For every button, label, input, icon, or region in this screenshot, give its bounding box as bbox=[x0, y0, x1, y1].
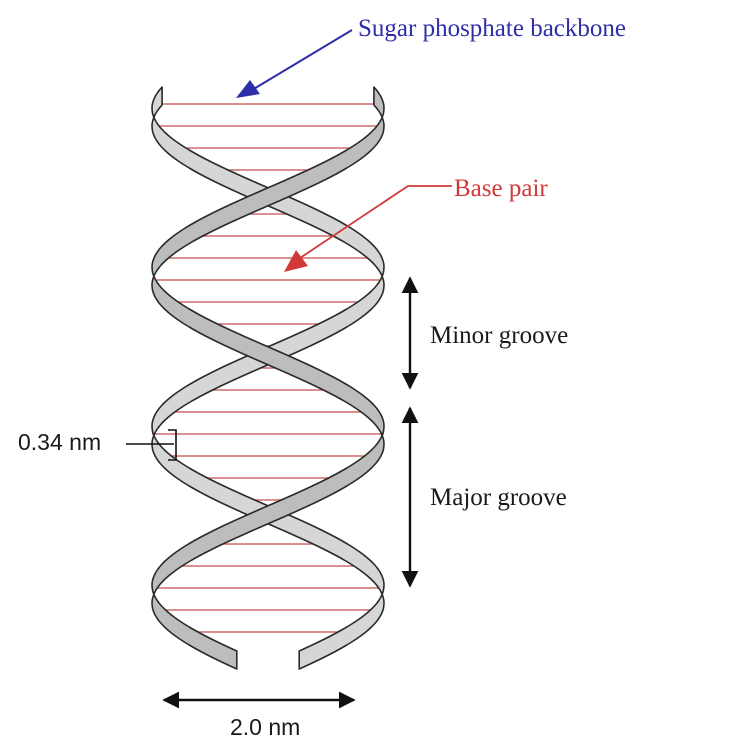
rise-bracket bbox=[168, 429, 177, 461]
width-label: 2.0 nm bbox=[230, 714, 301, 740]
minor-groove-label: Minor groove bbox=[430, 322, 569, 349]
backbone-pointer-line bbox=[251, 29, 353, 91]
strand-back bbox=[151, 86, 385, 670]
backbone-strand-front bbox=[151, 86, 385, 670]
backbone-label: Sugar phosphate backbone bbox=[358, 15, 626, 42]
annotations bbox=[126, 29, 452, 709]
rise-label: 0.34 nm bbox=[18, 429, 102, 455]
backbone-strand-back bbox=[151, 86, 385, 670]
base-pair-label: Base pair bbox=[454, 175, 548, 202]
strand-front bbox=[151, 86, 385, 670]
base-pair-pointer-line bbox=[299, 185, 452, 259]
backbone-pointer-head bbox=[236, 80, 260, 98]
major-groove-label: Major groove bbox=[430, 484, 567, 511]
base-pair-pointer-head bbox=[284, 250, 308, 272]
